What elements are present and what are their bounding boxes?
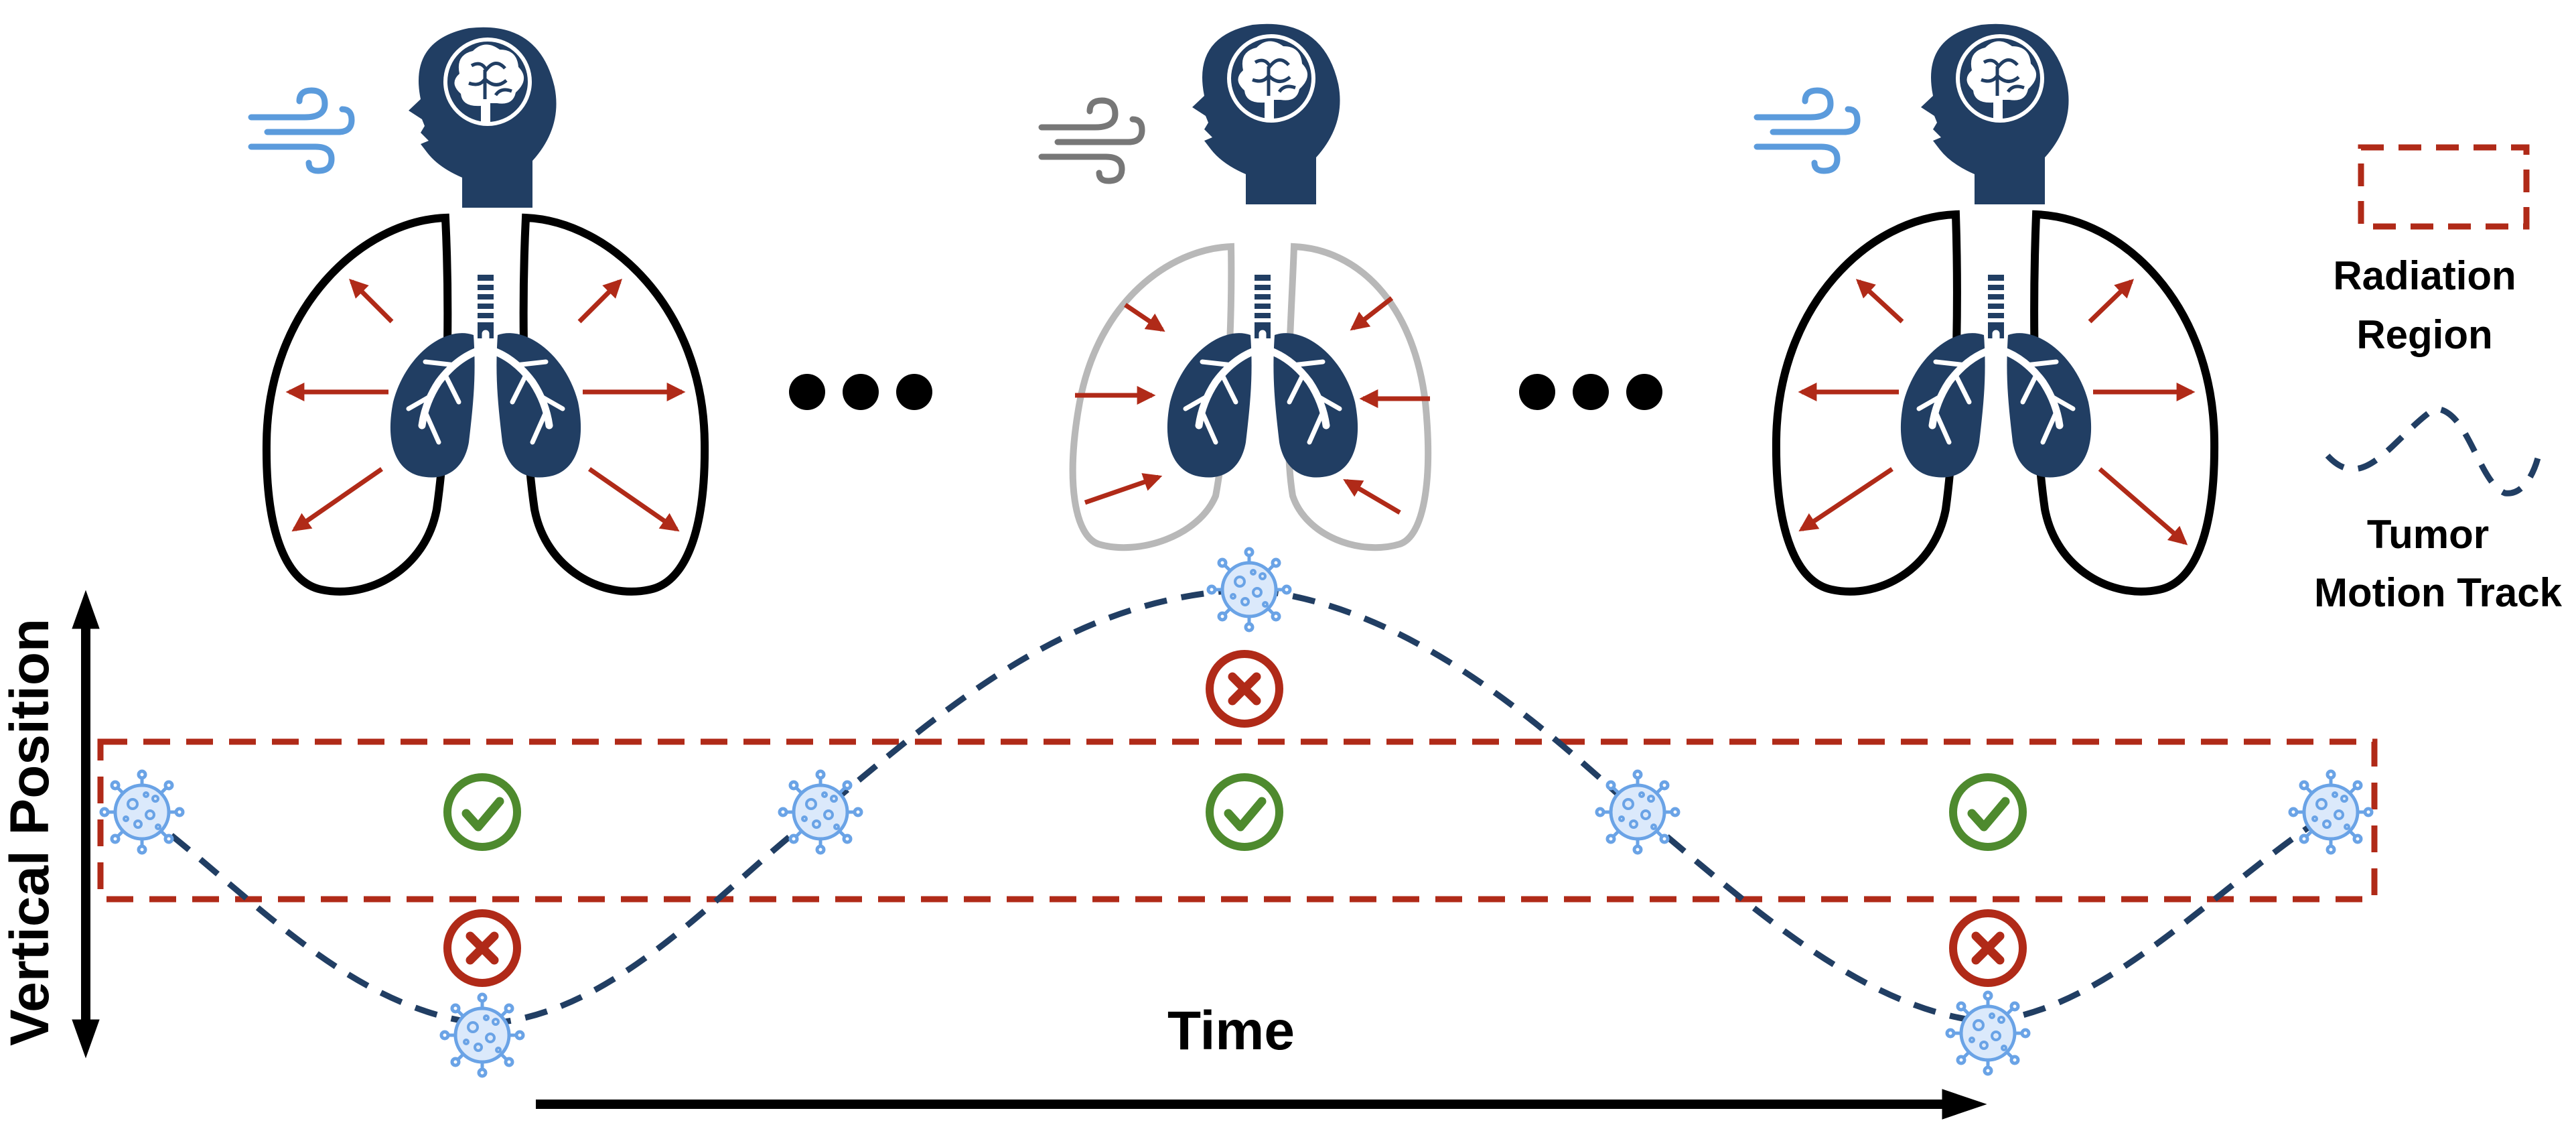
- expansion-arrows: [1798, 279, 2196, 545]
- expanded-lung-outline: [1772, 210, 2219, 596]
- legend-tumor-label-1: Tumor: [2367, 512, 2489, 557]
- tumor-icon: [780, 771, 861, 853]
- tumor-icon: [1208, 549, 1290, 631]
- contraction-arrows: [1075, 296, 1430, 515]
- head-brain-icon: [1921, 24, 2069, 204]
- x-axis-arrow: [536, 1089, 1987, 1120]
- tumor-icon: [101, 771, 183, 853]
- legend: Radiation Region Tumor Motion Track: [2314, 144, 2563, 615]
- inner-lungs-icon: [1167, 275, 1358, 478]
- tumor-icon: [1597, 771, 1678, 853]
- cross-icon: [1953, 913, 2023, 983]
- legend-tumor-track-swatch: [2325, 405, 2542, 496]
- expansion-arrows: [285, 279, 686, 532]
- expanded-lung-outline: [262, 213, 709, 596]
- tumor-icon: [441, 994, 523, 1076]
- legend-radiation-swatch: [2358, 144, 2530, 230]
- cross-icon: [447, 913, 517, 983]
- check-icon: [1210, 777, 1279, 847]
- breathing-phase-inhale-1: [251, 27, 709, 596]
- breathing-phase-exhale: [1042, 24, 1432, 551]
- check-icon: [1953, 777, 2023, 847]
- x-axis-label: Time: [1167, 1000, 1295, 1061]
- inner-lungs-icon: [390, 275, 581, 478]
- wind-icon: [1042, 101, 1142, 181]
- wind-icon: [251, 90, 352, 171]
- inner-lungs-icon: [1901, 275, 2091, 478]
- y-axis-arrow: [72, 590, 100, 1059]
- head-brain-icon: [409, 27, 557, 208]
- ellipsis-dots: [1519, 374, 1662, 410]
- wind-icon: [1757, 90, 1857, 171]
- tumor-icon: [1947, 992, 2029, 1074]
- ellipsis-dots: [789, 374, 932, 410]
- breathing-phase-inhale-2: [1757, 24, 2219, 596]
- legend-tumor-label-2: Motion Track: [2314, 570, 2563, 615]
- y-axis-label: Vertical Position: [0, 618, 60, 1046]
- check-icon: [447, 777, 517, 847]
- legend-radiation-label-2: Region: [2356, 312, 2492, 357]
- head-brain-icon: [1192, 24, 1340, 204]
- radiation-region: [97, 738, 2378, 903]
- legend-radiation-label-1: Radiation: [2333, 253, 2516, 298]
- tumor-icon: [2290, 771, 2372, 853]
- cross-icon: [1210, 654, 1279, 724]
